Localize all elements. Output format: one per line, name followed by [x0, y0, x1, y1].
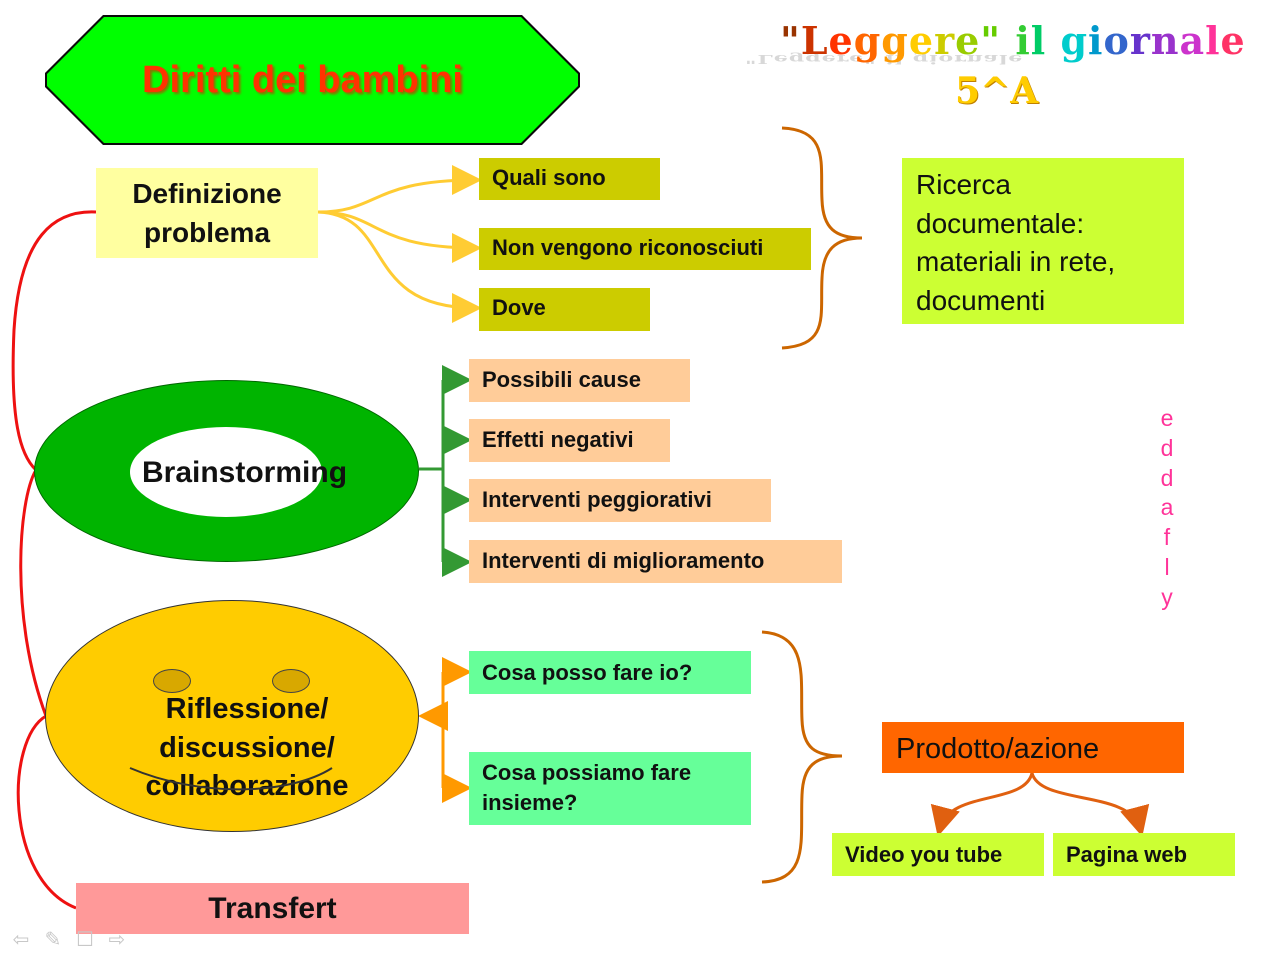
menu-icon[interactable]: ☐ — [76, 929, 94, 951]
brainstorm-arrows — [419, 365, 472, 577]
output-video-box: Video you tube — [832, 833, 1044, 876]
class-label: 5^A — [955, 70, 1039, 112]
heading-letter: g — [853, 18, 882, 63]
slideshow-nav: ⇦ ✎ ☐ ⇨ — [10, 929, 128, 951]
heading-letter: o — [1103, 18, 1130, 63]
heading-letter: i — [1088, 18, 1104, 63]
signature-letter: d — [1160, 434, 1174, 461]
research-brace — [781, 126, 863, 350]
heading-letter: e — [908, 18, 935, 63]
heading-letter: " — [780, 18, 801, 63]
reflection-face — [45, 600, 419, 832]
step-transfer-box: Transfert — [76, 883, 469, 934]
heading-letter: n — [1150, 18, 1180, 63]
product-box: Prodotto/azione — [882, 722, 1184, 773]
spine-connector — [11, 210, 97, 910]
step-definition-box: Definizione problema — [96, 168, 318, 258]
heading-letter: e — [1220, 18, 1246, 63]
signature-letter: y — [1161, 583, 1173, 610]
product-brace — [761, 630, 843, 884]
forward-arrow-icon[interactable]: ⇨ — [108, 929, 126, 951]
research-box: Ricerca documentale: materiali in rete, … — [902, 158, 1184, 324]
face-eye-icon — [272, 669, 310, 693]
reflection-item: Cosa posso fare io? — [469, 651, 751, 694]
output-webpage-box: Pagina web — [1053, 833, 1235, 876]
heading-letter: " — [980, 18, 1002, 63]
heading-letter: r — [934, 18, 956, 63]
heading-letter: a — [1179, 18, 1206, 63]
title-octagon: Diritti dei bambini — [47, 17, 578, 143]
heading-letter: g — [1060, 18, 1089, 63]
signature-letter: a — [1160, 494, 1174, 521]
signature-letter: f — [1163, 524, 1171, 551]
heading-letter: l — [1205, 18, 1221, 63]
heading-letter: L — [800, 18, 829, 63]
heading-letter: i — [1015, 18, 1031, 63]
brainstorm-ring-hole — [130, 427, 322, 517]
step-brainstorming-label: Brainstorming — [142, 456, 348, 489]
heading-letter: r — [1129, 18, 1151, 63]
brainstorm-item: Interventi peggiorativi — [469, 479, 771, 522]
signature-letter: d — [1160, 464, 1174, 491]
definition-arrows — [317, 165, 482, 323]
author-signature: e d d a f l y — [1158, 404, 1176, 613]
definition-item: Non vengono riconosciuti — [479, 228, 811, 270]
reflection-item: Cosa possiamo fare insieme? — [469, 752, 751, 825]
brainstorm-item: Interventi di miglioramento — [469, 540, 842, 583]
back-arrow-icon[interactable]: ⇦ — [12, 929, 30, 951]
definition-item: Dove — [479, 288, 650, 331]
definition-item: Quali sono — [479, 158, 660, 200]
face-eye-icon — [153, 669, 191, 693]
pen-icon[interactable]: ✎ — [44, 929, 62, 951]
project-heading: "Leggere" il giornale — [780, 18, 1245, 63]
heading-letter: e — [955, 18, 981, 63]
brainstorm-item: Possibili cause — [469, 359, 690, 402]
heading-letter: g — [881, 18, 909, 63]
page-title: Diritti dei bambini — [142, 58, 463, 101]
reflection-arrows — [418, 657, 472, 803]
signature-letter: e — [1160, 405, 1174, 431]
heading-letter: l — [1030, 18, 1047, 63]
signature-letter: l — [1164, 553, 1170, 580]
product-output-arrows — [930, 772, 1150, 837]
brainstorm-item: Effetti negativi — [469, 419, 670, 462]
heading-letter: e — [828, 18, 854, 63]
step-reflection-label: Riflessione/ discussione/ collaborazione — [145, 693, 349, 802]
